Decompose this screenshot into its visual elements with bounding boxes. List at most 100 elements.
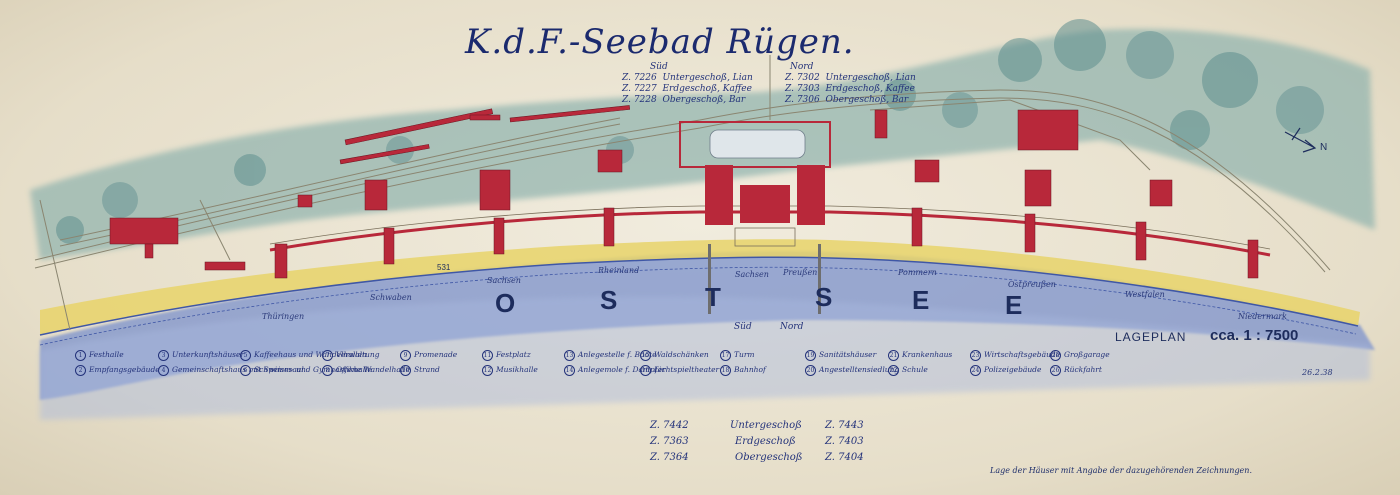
legend-label: Musikhalle xyxy=(496,365,538,374)
legend-label: Großgarage xyxy=(1064,350,1110,359)
shoreline xyxy=(39,256,1359,336)
beach-name-2: Sachsen xyxy=(487,276,521,285)
legend-label: Krankenhaus xyxy=(902,350,953,359)
top-right-ref-0: Z. 7302 Untergeschoß, Lian xyxy=(785,73,916,83)
legend-label: Unterkunftshäuser xyxy=(172,350,245,359)
legend-number: 5 xyxy=(240,350,251,361)
legend-label: Schule xyxy=(902,365,928,374)
compass-label: N xyxy=(1320,142,1328,153)
legend-label: Anlegemole f. Dampfer xyxy=(578,365,666,374)
bottom-row-2-right: Z. 7404 xyxy=(825,452,864,463)
legend-number: 14 xyxy=(564,365,575,376)
legend-label: Offene Wandelhalle xyxy=(336,365,411,374)
legend-number: 20 xyxy=(805,365,816,376)
sea-area xyxy=(40,251,1375,400)
legend-label: Festhalle xyxy=(89,350,124,359)
legend-label: Empfangsgebäude xyxy=(89,365,160,374)
beach-name-8: Westfalen xyxy=(1125,290,1165,299)
legend-number: 4 xyxy=(158,365,169,376)
marker-531: 531 xyxy=(437,263,451,272)
plan-title: K.d.F.-Seebad Rügen. xyxy=(465,22,855,62)
plan-label: LAGEPLAN xyxy=(1115,330,1187,344)
legend-number: 3 xyxy=(158,350,169,361)
buildings-left xyxy=(109,105,631,279)
legend-number: 12 xyxy=(482,365,493,376)
shoreline-2 xyxy=(39,266,1357,346)
legend-label: Gemeinschaftshaus mit Speisesaal xyxy=(172,365,304,374)
top-right-header: Nord xyxy=(790,62,814,72)
bottom-row-0-left: Z. 7442 xyxy=(650,420,689,431)
plan-scale: cca. 1 : 7500 xyxy=(1210,327,1299,344)
legend-number: 16 xyxy=(640,365,651,376)
top-right-ref-2: Z. 7306 Obergeschoß, Bar xyxy=(785,95,909,105)
top-left-ref-1: Z. 7227 Erdgeschoß, Kaffee xyxy=(622,84,752,94)
legend-number: 6 xyxy=(240,365,251,376)
legend-label: Anlegestelle f. Boote xyxy=(578,350,657,359)
legend-number: 24 xyxy=(970,365,981,376)
sea-letter-3: S xyxy=(815,282,833,312)
legend-label: Polizeigebäude xyxy=(984,365,1042,374)
legend-label: Kaffeehaus und Wandelhallen xyxy=(254,350,367,359)
legend-number: 21 xyxy=(888,350,899,361)
bottom-row-0-right: Z. 7443 xyxy=(825,420,864,431)
legend-label: Bahnhof xyxy=(734,365,766,374)
beach-name-3: Rheinland xyxy=(598,266,640,275)
bottom-row-2-label: Obergeschoß xyxy=(735,452,803,463)
legend-number: 13 xyxy=(564,350,575,361)
legend-label: Angestelltensiedlung xyxy=(819,365,900,374)
legend-number: 18 xyxy=(720,365,731,376)
sea-letter-5: E xyxy=(1005,290,1023,320)
top-left-header: Süd xyxy=(650,62,668,72)
sea-letter-0: O xyxy=(495,288,516,318)
sea-letter-4: E xyxy=(912,285,930,315)
beach-name-9: Niedermark xyxy=(1238,312,1287,321)
legend-number: 9 xyxy=(400,350,411,361)
sea-letter-1: S xyxy=(600,285,618,315)
beach-name-6: Pommern xyxy=(898,268,937,277)
date-note: 26.2.38 xyxy=(1302,368,1333,377)
bottom-row-1-left: Z. 7363 xyxy=(650,436,689,447)
legend-number: 2 xyxy=(75,365,86,376)
legend-number: 25 xyxy=(1050,350,1061,361)
legend-label: Sanitätshäuser xyxy=(819,350,877,359)
legend-number: 19 xyxy=(805,350,816,361)
bottom-row-1-label: Erdgeschoß xyxy=(735,436,796,447)
top-left-ref-0: Z. 7226 Untergeschoß, Lian xyxy=(622,73,753,83)
bottom-row-1-right: Z. 7403 xyxy=(825,436,864,447)
beach-name-7: Ostpreußen xyxy=(1008,280,1056,289)
bottom-row-2-left: Z. 7364 xyxy=(650,452,689,463)
top-right-ref-1: Z. 7303 Erdgeschoß, Kaffee xyxy=(785,84,915,94)
bottom-row-0-label: Untergeschoß xyxy=(730,420,802,431)
legend-number: 8 xyxy=(322,365,333,376)
plan-caption: Lage der Häuser mit Angabe der dazugehör… xyxy=(990,466,1252,475)
legend-label: Waldschänken xyxy=(654,350,709,359)
legend-number: 11 xyxy=(482,350,493,361)
legend-label: Promenade xyxy=(414,350,458,359)
bottom-left-header: Süd xyxy=(734,322,752,332)
legend-label: Turm xyxy=(734,350,755,359)
legend-label: Rückfahrt xyxy=(1064,365,1102,374)
